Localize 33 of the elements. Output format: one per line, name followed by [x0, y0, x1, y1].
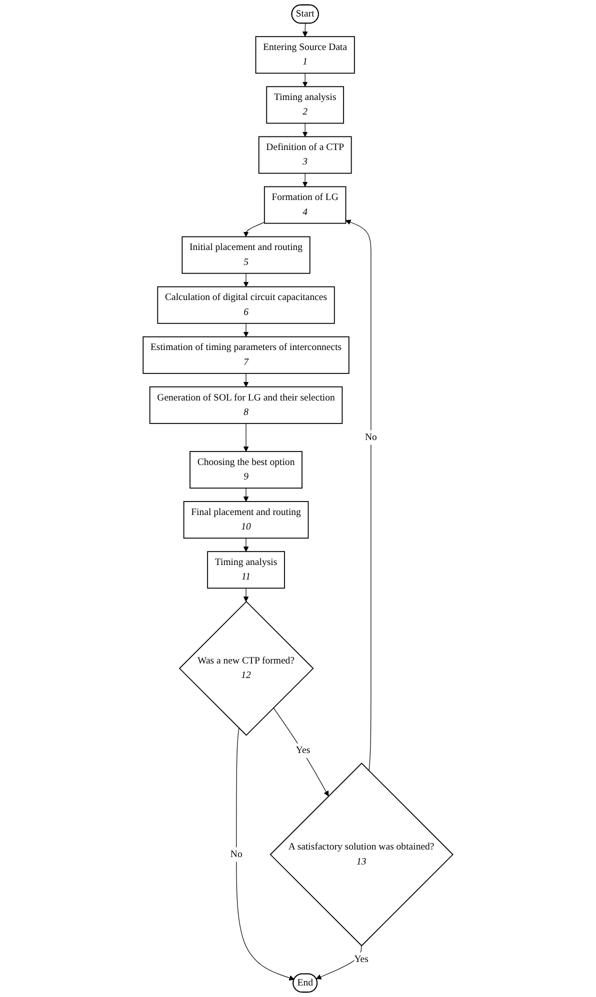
arrow [236, 728, 294, 980]
edge-label: No [365, 432, 377, 442]
edge-label: Yes [354, 954, 368, 965]
arrow [316, 945, 362, 980]
arrow [243, 273, 249, 288]
arrow [243, 423, 249, 452]
edge-label: No [230, 849, 242, 860]
arrow [243, 222, 265, 237]
arrow [243, 373, 249, 388]
arrow [243, 538, 249, 552]
arrow [273, 708, 329, 796]
arrow [243, 588, 249, 602]
arrow [302, 23, 308, 37]
node-box: Calculation of digital circuit capacitances 6 [157, 286, 335, 324]
node-diamond: Was a new CTP formed? 12 [178, 600, 314, 736]
node-diamond: A satisfactory solution was obtained? 13 [270, 762, 454, 946]
node-box: Initial placement and routing 5 [182, 236, 310, 274]
arrow [302, 172, 308, 187]
arrow [302, 72, 308, 87]
arrow [243, 488, 249, 502]
node-box: Timing analysis 2 [266, 86, 344, 124]
arrow [302, 122, 308, 137]
edge-label: Yes [296, 745, 310, 756]
node-box: Estimation of timing parameters of interconnects 7 [142, 336, 350, 374]
node-box: Final placement and routing 10 [183, 501, 309, 539]
node-box: Definition of a CTP 3 [258, 136, 352, 174]
node-box: Generation of SOL for LG and their selection 8 [149, 386, 343, 424]
node-box: Formation of LG 4 [264, 186, 346, 224]
node-box: Timing analysis 11 [207, 551, 285, 589]
arrow [346, 220, 372, 772]
node-box: Entering Source Data 1 [255, 36, 355, 74]
arrow [243, 323, 249, 338]
node-box: Choosing the best option 9 [190, 451, 302, 489]
